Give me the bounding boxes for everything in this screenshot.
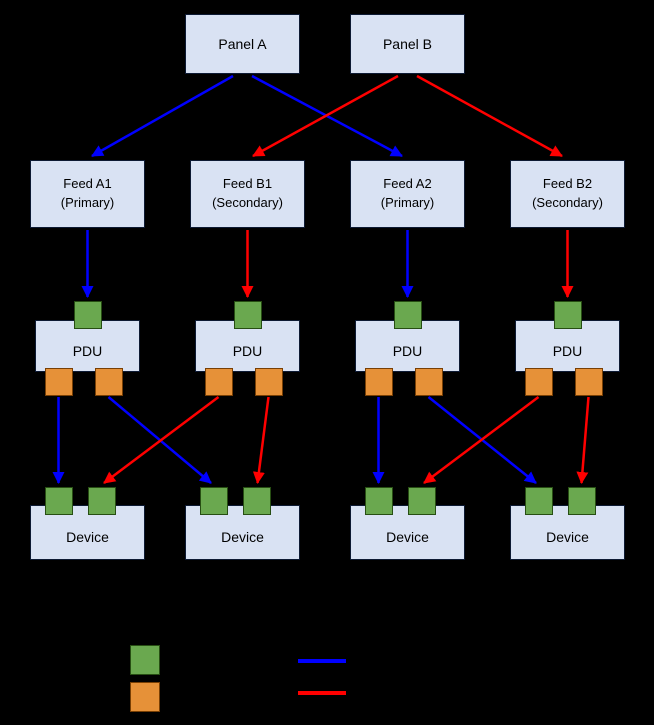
panel-a-label: Panel A [218, 35, 267, 52]
feed-b2-node: Feed B2 (Secondary) [510, 160, 625, 228]
pdu-3-output-port-left [364, 368, 393, 396]
panel-b-to-feed-b2-arrow [416, 74, 563, 158]
pdu-2-output-port-left [204, 368, 233, 396]
pdu-2-right-to-device-2-arrow [252, 396, 270, 484]
device-3-label: Device [386, 528, 429, 545]
device-2-input-port-right [242, 487, 271, 515]
panel-a-node: Panel A [185, 14, 300, 74]
pdu-1-node: PDU [35, 320, 140, 372]
pdu-2-input-port [233, 301, 262, 329]
pdu-4-output-port-right [574, 368, 603, 396]
legend-output-port-swatch [130, 682, 160, 712]
pdu-1-right-to-device-2-arrow [107, 396, 212, 484]
feed-b1-role: (Secondary) [212, 195, 283, 210]
device-2-input-port-left [199, 487, 228, 515]
panel-b-node: Panel B [350, 14, 465, 74]
device-1-input-port-right [87, 487, 116, 515]
feed-b2-label: Feed B2 [542, 176, 593, 192]
device-4-input-port-right [567, 487, 596, 515]
panel-a-to-feed-a1-arrow [91, 74, 234, 158]
pdu-3-input-port [393, 301, 422, 329]
device-1-label: Device [66, 528, 109, 545]
feed-a2-role: (Primary) [380, 195, 435, 210]
pdu-4-input-port [553, 301, 582, 329]
feed-a2-node: Feed A2 (Primary) [350, 160, 465, 228]
pdu-1-label: PDU [72, 342, 103, 359]
pdu-3-label: PDU [392, 342, 423, 359]
pdu-1-output-port-left [44, 368, 73, 396]
device-1-input-port-left [44, 487, 73, 515]
pdu-4-output-port-left [524, 368, 553, 396]
pdu-2-left-to-device-1-arrow [103, 396, 220, 484]
pdu-3-right-to-device-4-arrow [427, 396, 537, 484]
pdu-4-left-to-device-3-arrow [423, 396, 540, 484]
feed-a2-label: Feed A2 [383, 176, 432, 192]
feed-b1-node: Feed B1 (Secondary) [190, 160, 305, 228]
device-3-input-port-right [407, 487, 436, 515]
device-4-input-port-left [524, 487, 553, 515]
feed-a1-label: Feed A1 [63, 176, 112, 192]
feed-b2-role: (Secondary) [532, 195, 603, 210]
panel-b-to-feed-b1-arrow [252, 74, 399, 158]
panel-b-label: Panel B [382, 35, 433, 52]
pdu-3-output-port-right [414, 368, 443, 396]
panel-a-to-feed-a2-arrow [251, 74, 403, 158]
pdu-1-input-port [73, 301, 102, 329]
device-4-label: Device [546, 528, 589, 545]
legend-input-port-swatch [130, 645, 160, 675]
pdu-4-right-to-device-4-arrow [576, 396, 590, 484]
feed-a1-node: Feed A1 (Primary) [30, 160, 145, 228]
pdu-2-output-port-right [254, 368, 283, 396]
feed-a1-role: (Primary) [60, 195, 115, 210]
feed-b1-label: Feed B1 [222, 176, 273, 192]
pdu-4-label: PDU [552, 342, 583, 359]
pdu-2-label: PDU [232, 342, 263, 359]
pdu-1-output-port-right [94, 368, 123, 396]
device-3-input-port-left [364, 487, 393, 515]
device-2-label: Device [221, 528, 264, 545]
